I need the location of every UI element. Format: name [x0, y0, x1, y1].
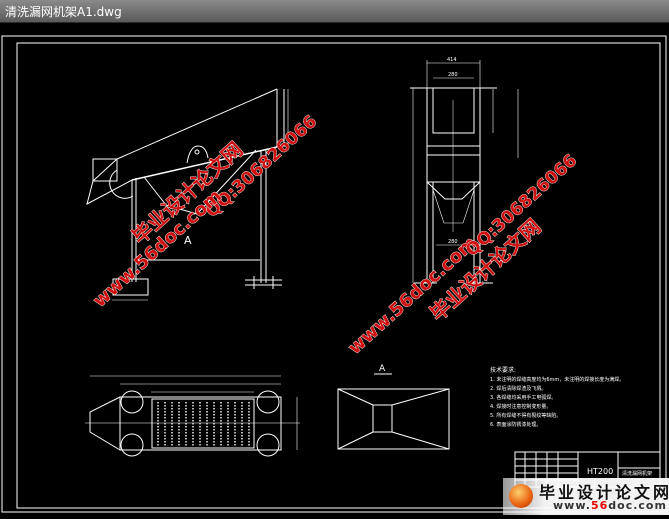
dim-top-width: 414 — [447, 57, 457, 63]
dim-bottom-width: 280 — [448, 239, 458, 245]
logo-ball-icon — [509, 484, 533, 508]
title-block-name: 清洗漏网机架 — [622, 470, 652, 477]
drawing-canvas[interactable]: A 414 280 280 — [0, 23, 669, 515]
note-item: 3. 各焊缝均采用手工电弧焊。 — [490, 394, 556, 401]
note-item: 4. 焊接时注意控制变形量。 — [490, 403, 551, 410]
site-logo: 毕业设计论文网 www.56doc.com — [503, 478, 669, 515]
logo-name: 毕业设计论文网 — [539, 483, 669, 502]
notes-header: 技术要求: — [490, 366, 516, 374]
side-view — [86, 88, 289, 301]
note-item: 6. 表面涂防锈漆处理。 — [490, 421, 541, 428]
logo-url-prefix: www. — [553, 499, 591, 512]
note-item: 2. 焊后清除焊渣及飞溅。 — [490, 385, 546, 392]
title-block-material: HT200 — [587, 467, 613, 476]
note-item: 1. 未注明的焊缝高度均为6mm，未注明的焊接长度为满焊。 — [490, 376, 624, 383]
cad-drawing: A 414 280 280 — [1, 35, 667, 513]
technical-notes: 技术要求: 1. 未注明的焊缝高度均为6mm，未注明的焊接长度为满焊。 2. 焊… — [490, 366, 652, 477]
watermarks: 毕业设计论文网 QQ:306826066 www.56doc.com www.5… — [89, 111, 582, 359]
logo-url-suffix: doc.com — [608, 499, 667, 512]
logo-url: www.56doc.com — [553, 499, 667, 512]
section-mark: A — [184, 234, 192, 247]
inner-frame — [16, 42, 661, 509]
section-view-label: A — [379, 364, 386, 374]
outer-frame — [1, 35, 667, 513]
logo-url-num: 56 — [590, 499, 609, 512]
section-view — [337, 373, 450, 450]
dim-inner-width: 280 — [448, 72, 458, 78]
plan-view — [85, 375, 300, 457]
title-bar: 清洗漏网机架A1.dwg — [0, 0, 669, 23]
front-view — [410, 60, 519, 284]
window-title: 清洗漏网机架A1.dwg — [5, 5, 122, 19]
note-item: 5. 所有焊缝不得有裂纹等缺陷。 — [490, 412, 561, 419]
